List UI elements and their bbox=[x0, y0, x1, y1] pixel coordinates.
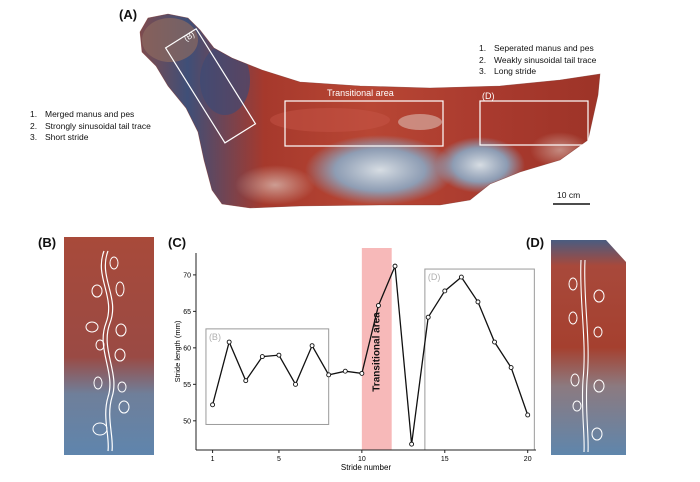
data-point bbox=[442, 288, 448, 294]
panel-d-trackway-image bbox=[551, 240, 626, 455]
series-line bbox=[211, 265, 529, 445]
panel-a-transitional-label: Transitional area bbox=[327, 88, 394, 98]
x-tick-label: 20 bbox=[524, 456, 532, 463]
data-point bbox=[326, 372, 332, 378]
data-point bbox=[342, 368, 348, 374]
panel-a-box-d bbox=[479, 100, 589, 146]
panel-d-label: (D) bbox=[526, 235, 545, 250]
x-tick-label: 5 bbox=[277, 456, 281, 463]
data-point bbox=[425, 314, 431, 320]
panel-a-box-d-label: (D) bbox=[482, 91, 495, 101]
data-point bbox=[392, 263, 398, 269]
data-point bbox=[525, 412, 531, 418]
data-point bbox=[458, 274, 464, 280]
x-tick-label: 1 bbox=[211, 456, 215, 463]
panel-b-label: (B) bbox=[38, 235, 57, 250]
panel-b-trackway-image bbox=[64, 237, 154, 455]
transitional-label: Transitional area bbox=[371, 312, 382, 392]
left-note-item: 1.Merged manus and pes bbox=[30, 109, 135, 119]
x-tick-label: 10 bbox=[358, 456, 366, 463]
y-tick-label: 55 bbox=[183, 382, 191, 389]
y-tick-label: 65 bbox=[183, 309, 191, 316]
data-point bbox=[309, 343, 315, 349]
left-note-item: 2.Strongly sinusoidal tail trace bbox=[30, 120, 151, 131]
right-note-item: 2.Weakly sinusoidal tail trace bbox=[479, 54, 597, 65]
panel-a-box-b bbox=[164, 27, 257, 144]
panel-c-label: (C) bbox=[168, 235, 187, 250]
chart-box-b-frame bbox=[205, 328, 330, 425]
y-axis-label: Stride length (mm) bbox=[173, 320, 182, 382]
data-point bbox=[375, 303, 381, 308]
panel-a-right-notes: 1.Seperated manus and pes 2.Weakly sinus… bbox=[479, 43, 596, 78]
data-point bbox=[259, 354, 265, 360]
panel-a-left-notes: 1.Merged manus and pes 2.Strongly sinuso… bbox=[30, 109, 151, 144]
y-tick-label: 70 bbox=[183, 272, 191, 279]
transitional-band bbox=[361, 248, 392, 450]
data-point bbox=[508, 365, 514, 371]
panel-a-label: (A) bbox=[119, 7, 138, 22]
x-axis-label: Stride number bbox=[341, 463, 392, 472]
data-point bbox=[359, 370, 365, 376]
data-point bbox=[276, 352, 282, 358]
y-tick-label: 60 bbox=[183, 345, 191, 352]
right-note-item: 1.Seperated manus and pes bbox=[479, 43, 594, 53]
x-tick-label: 15 bbox=[441, 456, 449, 463]
chart-box-d-label: (D) bbox=[428, 272, 441, 282]
chart-box-b-label: (B) bbox=[209, 332, 221, 342]
panel-a-transitional-box bbox=[284, 100, 444, 147]
y-tick-label: 50 bbox=[183, 418, 191, 425]
data-point bbox=[243, 378, 249, 384]
data-point bbox=[226, 339, 232, 345]
left-note-item: 3.Short stride bbox=[30, 132, 89, 142]
data-point bbox=[293, 381, 298, 387]
data-point bbox=[210, 402, 216, 408]
data-point bbox=[475, 299, 481, 305]
data-point bbox=[492, 339, 497, 345]
scale-bar-label: 10 cm bbox=[557, 190, 581, 200]
right-note-item: 3.Long stride bbox=[479, 66, 537, 76]
data-point bbox=[409, 441, 415, 447]
panel-a-trackway-image bbox=[139, 13, 601, 209]
